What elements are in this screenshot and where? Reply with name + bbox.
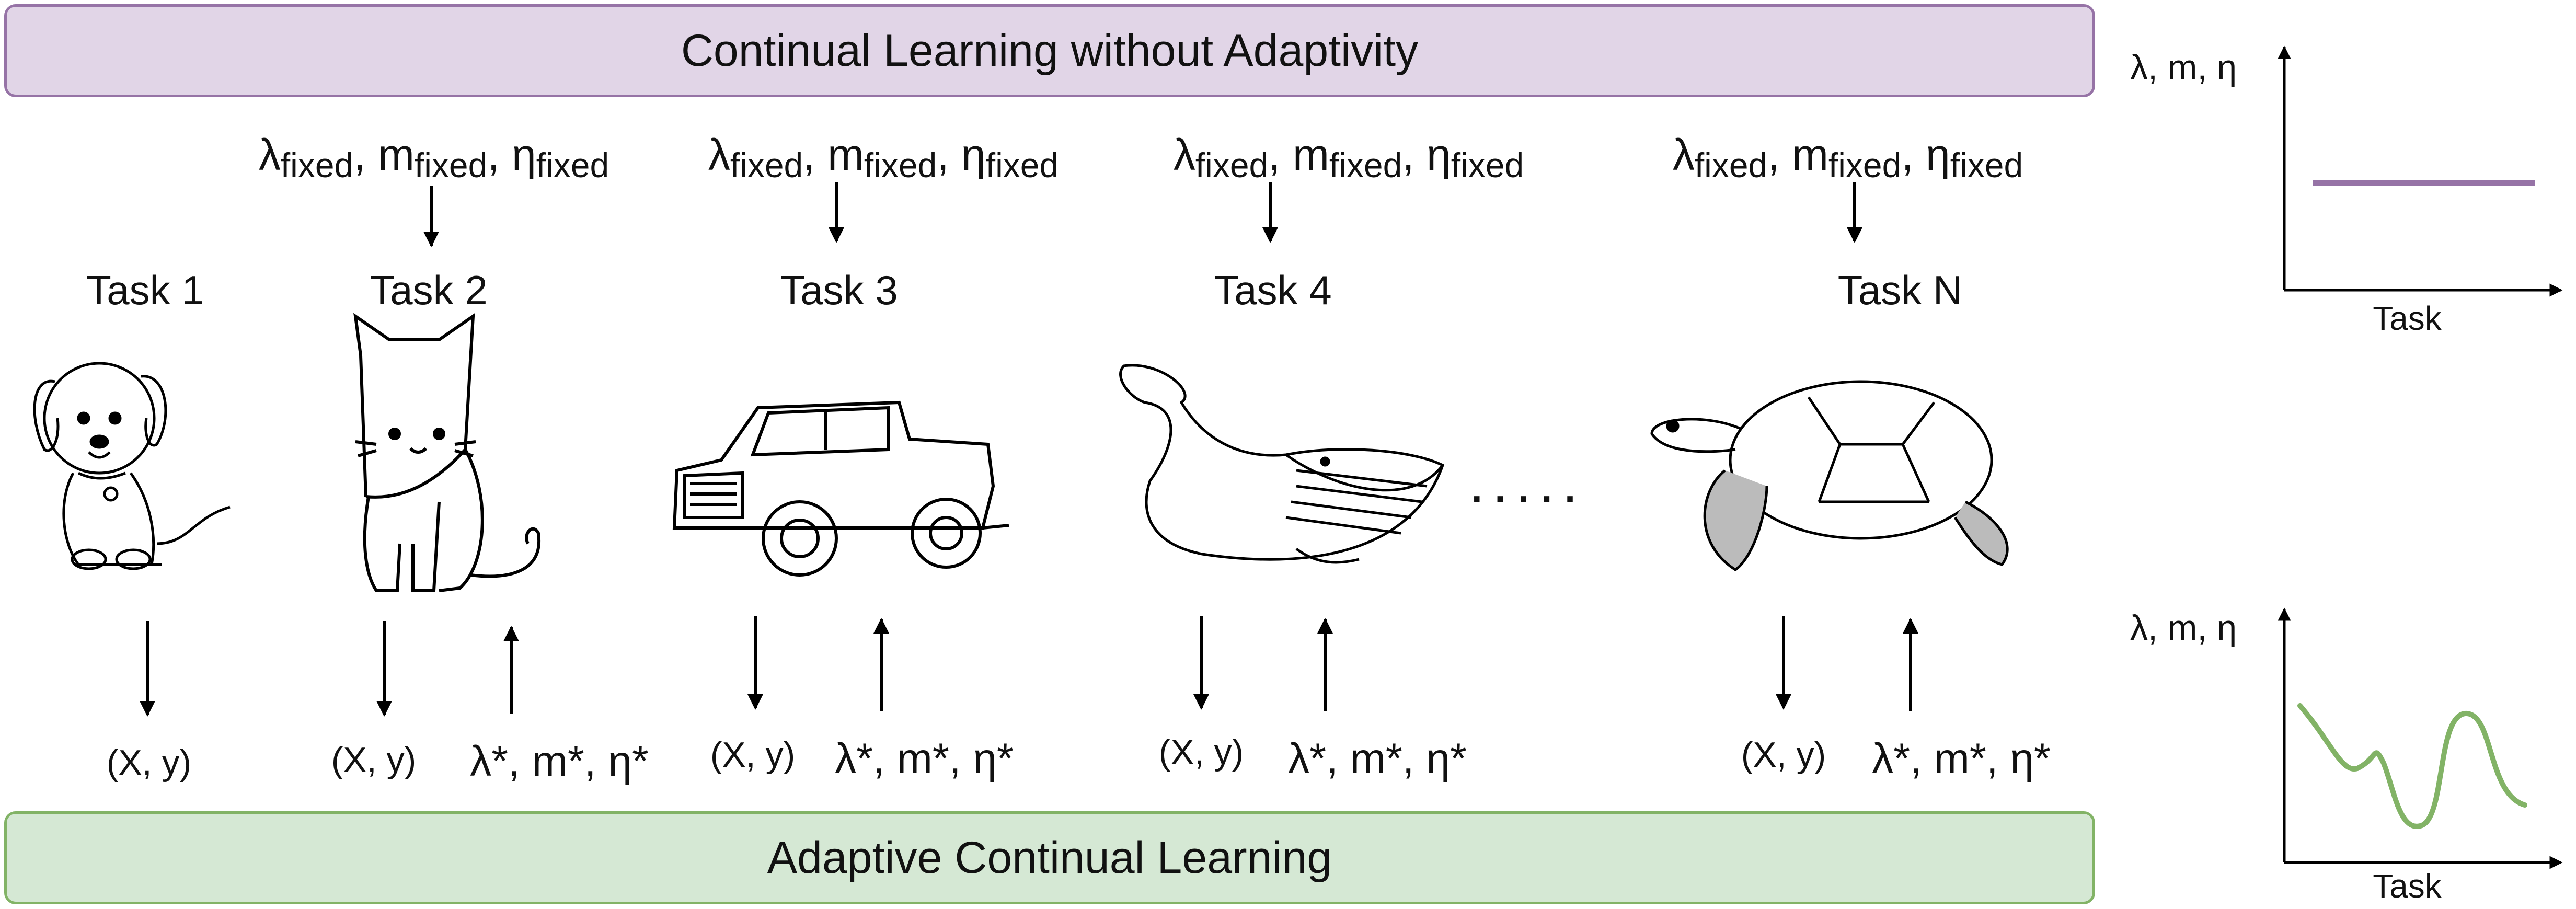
whale-illustration	[1119, 364, 1445, 564]
fixed-params-task4: λfixed, mfixed, ηfixed	[1173, 130, 1524, 185]
top-plot-xlabel: Task	[2373, 300, 2442, 337]
fixed-params-task2: λfixed, mfixed, ηfixed	[258, 130, 610, 185]
bottom-plot-xlabel: Task	[2373, 867, 2442, 905]
banner-adaptive: Adaptive Continual Learning	[4, 811, 2095, 904]
task-2-input: (X, y)	[331, 740, 417, 780]
task-3-output: λ*, m*, η*	[835, 735, 1014, 783]
fixed-params-task3: λfixed, mfixed, ηfixed	[708, 130, 1059, 185]
task-3-title: Task 3	[780, 267, 898, 313]
bottom-plot-ylabel: λ, m, η	[2130, 608, 2237, 648]
task-1-input: (X, y)	[106, 743, 192, 783]
task-io-arrows	[140, 616, 1918, 717]
top-plot-ylabel: λ, m, η	[2130, 48, 2237, 87]
task-4-input: (X, y)	[1158, 732, 1244, 772]
sea-turtle-illustration	[1650, 380, 2009, 572]
task-n-title: Task N	[1837, 267, 1963, 313]
fixed-param-arrows	[423, 182, 1862, 247]
bottom-plot	[2278, 607, 2563, 869]
task-4-title: Task 4	[1214, 267, 1332, 313]
top-plot	[2278, 45, 2563, 297]
banner-adaptive-label: Adaptive Continual Learning	[767, 832, 1332, 883]
cat-illustration	[353, 313, 541, 592]
task-2-output: λ*, m*, η*	[470, 738, 649, 785]
bottom-plot-varying-curve	[2297, 703, 2527, 829]
task-4-output: λ*, m*, η*	[1288, 735, 1467, 783]
pickup-truck-illustration	[672, 400, 1009, 577]
task-n-output: λ*, m*, η*	[1872, 735, 2051, 783]
task-n-input: (X, y)	[1741, 735, 1826, 775]
task-3-input: (X, y)	[710, 735, 796, 775]
banner-no-adaptivity-label: Continual Learning without Adaptivity	[681, 25, 1419, 76]
task-ellipsis: .....	[1469, 451, 1585, 515]
banner-no-adaptivity: Continual Learning without Adaptivity	[4, 4, 2095, 97]
fixed-params-taskN: λfixed, mfixed, ηfixed	[1672, 130, 2023, 185]
task-1-title: Task 1	[86, 267, 204, 313]
task-2-title: Task 2	[370, 267, 488, 313]
puppy-illustration	[33, 362, 231, 570]
